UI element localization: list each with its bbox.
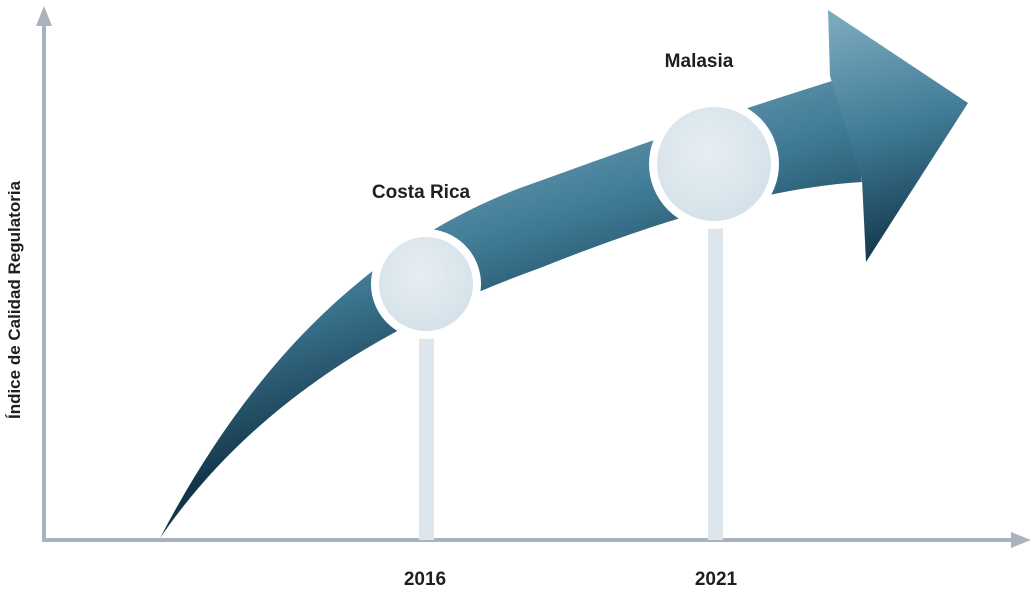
growth-arrow xyxy=(160,10,968,538)
stem-2016 xyxy=(419,285,434,540)
marker-2021 xyxy=(649,99,779,229)
country-label-costa-rica: Costa Rica xyxy=(372,182,471,203)
marker-2016 xyxy=(371,229,481,339)
country-label-malasia: Malasia xyxy=(665,51,734,72)
year-label-2021: 2021 xyxy=(695,569,738,590)
stem-2021 xyxy=(708,165,723,540)
arrow-head xyxy=(828,10,968,262)
y-axis-title: Índice de Calidad Regulatoria xyxy=(5,180,24,419)
year-label-2016: 2016 xyxy=(404,569,446,590)
y-axis-arrowhead xyxy=(36,6,52,26)
x-axis-arrowhead xyxy=(1011,532,1031,548)
axes xyxy=(36,6,1031,548)
